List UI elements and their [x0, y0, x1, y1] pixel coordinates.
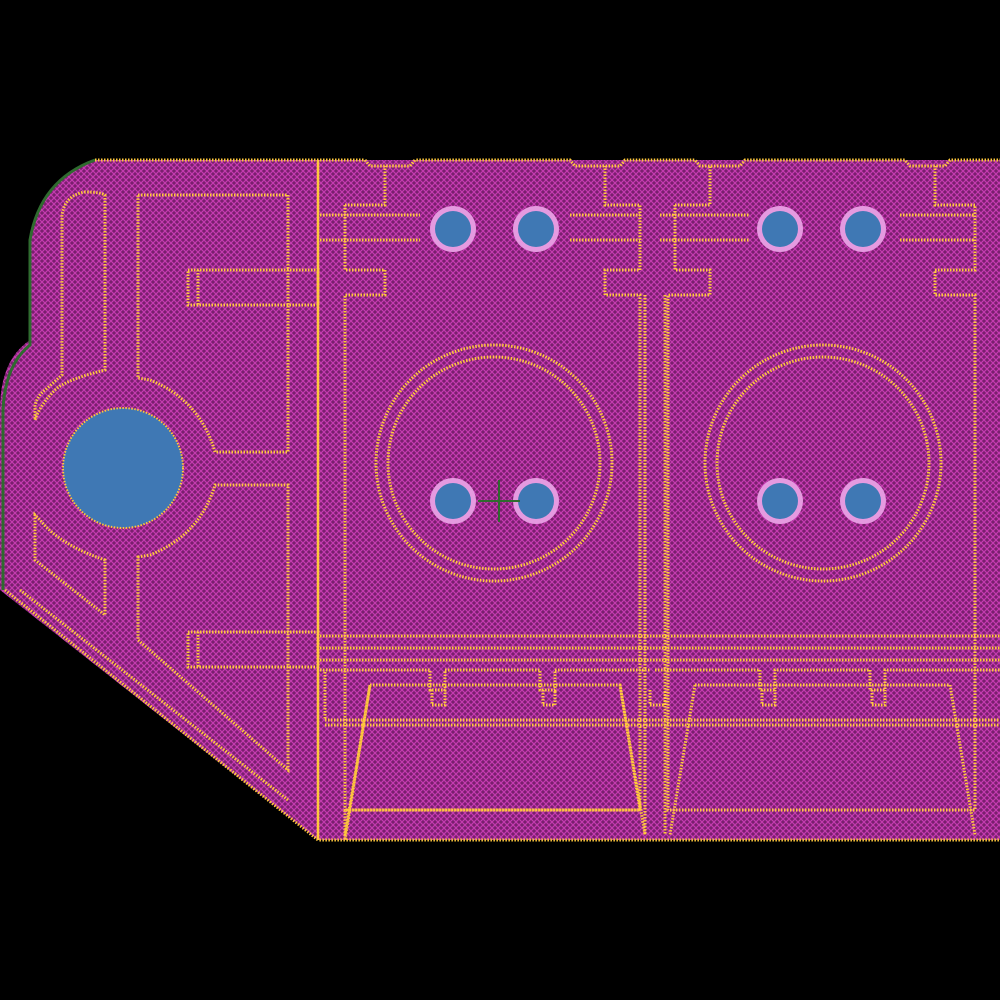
pad-mid-3	[757, 478, 803, 524]
pad-top-2	[513, 206, 559, 252]
horizontal-rails	[320, 295, 1000, 835]
pad-mid-1	[430, 478, 476, 524]
pad-top-1	[430, 206, 476, 252]
diagonal-edge	[4, 588, 1000, 842]
pad-mid-4	[840, 478, 886, 524]
mounting-hole-icon	[62, 407, 184, 529]
pad-top-4	[840, 206, 886, 252]
board-edge-arc	[1, 158, 96, 590]
pad-top-3	[757, 206, 803, 252]
connector-right	[648, 166, 1000, 836]
pad-array	[430, 206, 886, 524]
connector-left	[320, 166, 650, 841]
pad-mid-2	[513, 478, 559, 524]
top-edge-outline	[95, 158, 1000, 168]
crosshair-icon	[478, 480, 520, 522]
